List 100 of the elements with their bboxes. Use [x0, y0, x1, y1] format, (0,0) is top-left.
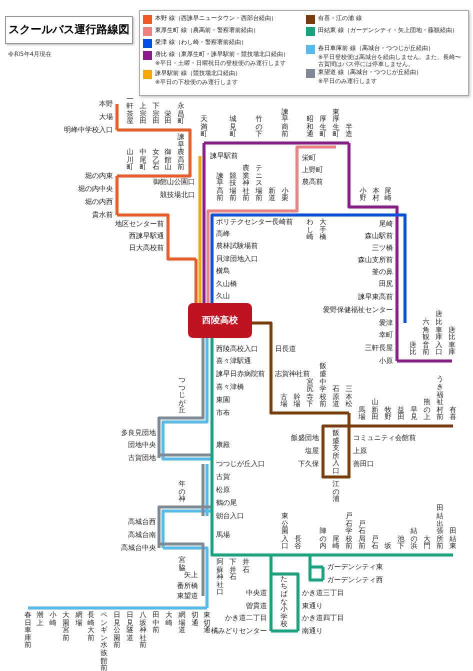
route-line	[130, 174, 143, 178]
route-line	[182, 413, 208, 424]
route-line	[349, 554, 362, 556]
route-line	[206, 234, 210, 246]
route-line	[166, 248, 196, 260]
route-line	[310, 142, 323, 144]
route-line	[210, 296, 214, 303]
route-line	[202, 259, 206, 271]
route-line	[296, 593, 300, 606]
route-line	[396, 335, 398, 348]
route-line	[233, 142, 259, 144]
route-line	[206, 400, 208, 413]
route-line	[404, 272, 406, 284]
route-line	[195, 606, 207, 610]
route-line	[396, 297, 398, 310]
route-line	[206, 374, 208, 387]
route-line	[272, 214, 285, 216]
route-line	[202, 477, 204, 490]
route-line	[158, 522, 160, 535]
route-line	[130, 128, 143, 132]
route-line	[116, 202, 118, 215]
route-line	[259, 210, 272, 212]
route-line	[116, 189, 118, 202]
route-line	[210, 361, 214, 374]
route-line	[323, 214, 363, 216]
route-line	[198, 234, 202, 246]
route-line	[246, 214, 259, 216]
route-line	[404, 297, 406, 310]
route-line	[322, 438, 324, 451]
route-line	[162, 535, 164, 548]
route-line	[202, 271, 206, 284]
route-line	[204, 142, 233, 144]
route-line	[210, 464, 214, 477]
route-line	[166, 236, 170, 248]
route-line	[375, 424, 388, 428]
route-line	[210, 400, 214, 413]
route-line	[198, 156, 202, 182]
route-line	[404, 260, 406, 272]
route-line	[404, 248, 406, 260]
route-line	[181, 128, 192, 178]
route-line	[220, 210, 233, 212]
route-line	[117, 606, 130, 610]
route-line	[396, 310, 398, 323]
route-line	[210, 349, 214, 361]
route-line	[396, 260, 398, 272]
route-line	[202, 143, 206, 156]
route-line	[202, 284, 206, 296]
route-line	[323, 142, 336, 144]
route-line	[206, 387, 208, 400]
route-line	[202, 503, 204, 516]
route-line	[156, 128, 168, 132]
route-line	[116, 176, 118, 189]
route-line	[404, 284, 406, 297]
route-line	[376, 206, 388, 208]
route-line	[53, 606, 66, 610]
route-line	[116, 117, 118, 130]
route-line	[206, 296, 210, 303]
route-line	[270, 618, 272, 631]
route-line	[270, 593, 272, 606]
route-line	[198, 259, 202, 271]
route-line	[162, 420, 182, 433]
route-line	[158, 506, 182, 522]
route-line	[396, 284, 398, 297]
route-line	[375, 554, 388, 556]
route-line	[182, 606, 195, 610]
route-line	[233, 210, 246, 212]
route-line	[362, 554, 375, 556]
route-line	[310, 412, 323, 414]
route-line	[323, 146, 336, 148]
route-line	[169, 606, 182, 610]
route-line	[284, 630, 298, 632]
route-line	[246, 210, 259, 212]
route-line	[206, 210, 220, 222]
route-line	[198, 222, 202, 234]
route-line	[168, 174, 181, 178]
route-line	[202, 296, 206, 303]
route-line	[210, 338, 214, 349]
route-line	[206, 259, 210, 271]
route-line	[206, 284, 210, 296]
route-line	[272, 210, 285, 212]
route-line	[252, 322, 272, 349]
route-line	[210, 445, 214, 464]
map-title: スクールバス運行路線図	[5, 16, 133, 44]
route-line	[198, 195, 202, 222]
route-line	[271, 630, 284, 632]
route-line	[206, 575, 208, 586]
route-line	[206, 490, 208, 503]
route-line	[310, 146, 323, 148]
route-line	[79, 606, 91, 610]
route-line	[156, 174, 168, 178]
route-line	[396, 323, 398, 335]
route-line	[426, 360, 439, 362]
route-line	[206, 349, 208, 361]
route-line	[198, 246, 202, 259]
route-line	[117, 174, 130, 178]
route-line	[66, 606, 79, 610]
route-line	[233, 214, 246, 216]
route-line	[210, 271, 214, 284]
route-line	[404, 310, 406, 323]
route-line	[198, 284, 202, 296]
